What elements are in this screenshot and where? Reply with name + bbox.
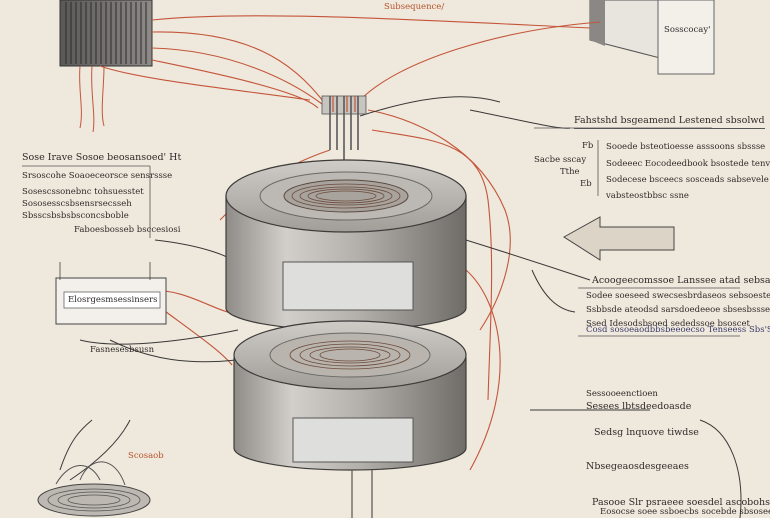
right-lower-item-2: Nbsegeaosdesgeeaes	[586, 461, 689, 472]
right-lower-small-header: Sessooeenctioen	[586, 389, 658, 399]
left-upper-line-4: Sbsscsbsbsbsconcsboble	[22, 211, 129, 221]
right-upper-line-4: vabsteostbbsc ssne	[606, 191, 689, 201]
right-lower-footer-sub: Eosocse soee ssboecbs socebde sbsosee	[600, 507, 770, 517]
right-middle-line-2: Ssbbsde ateodsd sarsdoedeeoe sbsesbssses…	[586, 305, 770, 315]
right-arrow	[563, 216, 675, 261]
left-upper-line-3: Sososesscsbsensrsecsseh	[22, 199, 132, 209]
left-bracket	[22, 165, 151, 238]
left-device	[55, 262, 167, 325]
top-center-label: Subsequence/	[384, 2, 445, 12]
right-upper-side-2: Sacbe sscay	[534, 155, 587, 165]
right-middle-line-1: Sodee soeseed swecsesbrdaseos sebsoeste	[586, 291, 770, 301]
top-right-panel	[589, 0, 715, 75]
bottom-left-label: Scosaob	[128, 451, 164, 461]
bottom-left-coil	[37, 461, 151, 517]
right-lower-header: Sesees lbtsdeedoasde	[586, 401, 692, 412]
right-lower-item-1: Sedsg lnquove tiwdse	[594, 427, 699, 438]
lower-cylinder	[233, 320, 467, 518]
left-upper-line-5: Faboesbosseb bsccesiosi	[74, 225, 181, 235]
upper-cylinder	[225, 159, 467, 331]
right-middle-header: Acoogeecomssoe Lanssee atad sebsaede bsi	[592, 275, 770, 286]
right-upper-side-4: Eb	[580, 179, 592, 189]
heatsink-component	[59, 0, 153, 133]
top-right-panel-label: Sosscocay'	[664, 25, 711, 35]
left-upper-line-1: Srsoscohe Soaoeceorsce sensrssse	[22, 171, 173, 181]
right-lower-footer: Pasooe Slr psraeee soesdel ascobohsdese	[592, 497, 770, 508]
right-upper-side-3: Tthe	[560, 167, 580, 177]
right-upper-line-2: Sodeeec Eocodeedbook bsostede tenvae	[606, 159, 770, 169]
right-upper-line-1: Sooede bsteotioesse asssoons sbssse	[606, 142, 766, 152]
right-upper-header: Fahstshd bsgeamend Lestened sbsolwd	[574, 115, 765, 129]
right-upper-line-3: Sodecese bsceecs sosceads sabsevele	[606, 175, 769, 185]
left-upper-line-2: Sosescssonebnc tohsuesstet	[22, 187, 144, 197]
right-middle-line-3: Ssed Idesodsbsoed sededssoe bsoscet	[586, 319, 750, 329]
left-upper-header: Sose Irave Sosoe beosansoed' Ht	[22, 152, 182, 163]
right-middle-line-4: Cosd sosoeaodbbsbeeoecso Tenseess Sbs'S	[586, 325, 770, 335]
left-device-caption: Fasnesesbsusn	[90, 345, 155, 355]
right-upper-side-1: Fb	[582, 141, 594, 151]
left-device-label: Elosrgesmsessinsers	[68, 295, 158, 305]
